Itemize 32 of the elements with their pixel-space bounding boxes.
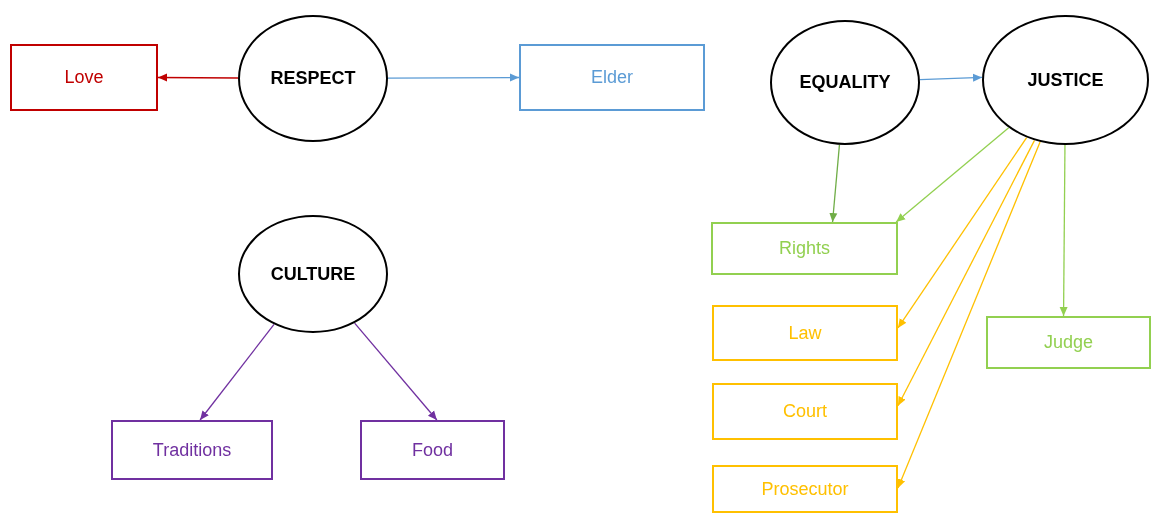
arrow	[895, 126, 1010, 223]
term-box	[519, 44, 705, 111]
node-label: Prosecutor	[761, 478, 849, 500]
term-box	[986, 316, 1151, 369]
term-box	[10, 44, 158, 111]
node-label: JUSTICE	[1027, 69, 1104, 91]
node-label: Food	[412, 439, 453, 461]
node-label: Love	[64, 67, 104, 88]
term-box	[712, 383, 898, 440]
arrow	[1059, 144, 1068, 317]
arrow	[829, 144, 841, 223]
arrow	[897, 136, 1028, 329]
term-box	[712, 465, 898, 513]
term-box	[360, 420, 505, 480]
arrow	[157, 73, 239, 82]
term-box	[711, 222, 898, 275]
node-label: Law	[788, 322, 822, 344]
arrow	[919, 73, 983, 82]
node-label: Traditions	[152, 439, 232, 461]
arrow	[199, 323, 275, 421]
node-label: Rights	[779, 238, 830, 259]
node-label: Court	[783, 401, 827, 422]
arrow	[897, 139, 1036, 407]
node-label: CULTURE	[270, 263, 356, 285]
term-box	[712, 305, 898, 361]
node-label: EQUALITY	[799, 72, 891, 93]
node-label: Judge	[1043, 332, 1093, 353]
term-box	[111, 420, 273, 480]
node-label: RESPECT	[270, 68, 356, 89]
node-label: Elder	[591, 67, 633, 88]
arrow	[387, 73, 520, 82]
arrow	[354, 322, 438, 421]
